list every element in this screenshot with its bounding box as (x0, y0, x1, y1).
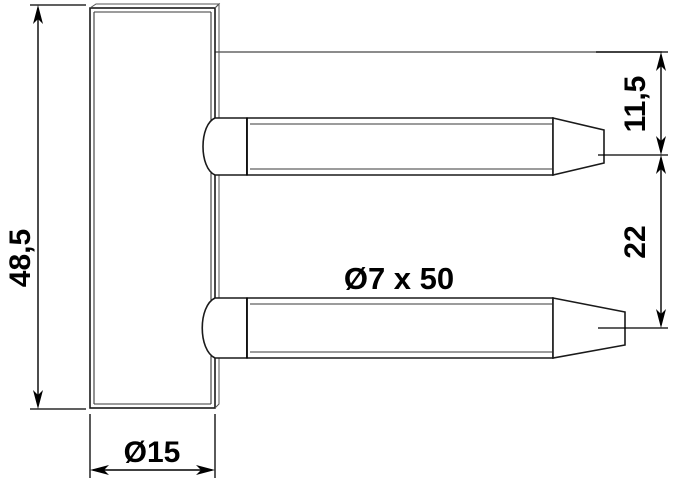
arrow-up-plate-height (33, 5, 43, 24)
upper-pin (202, 116, 605, 177)
arrow-left-plate-width (90, 465, 109, 475)
lower-pin (201, 297, 626, 359)
dimension-value-top-offset: 11,5 (619, 76, 652, 133)
dimension-top-offset: 11,5 (596, 51, 668, 156)
arrow-down-top-offset (656, 136, 666, 155)
pin-spec-label: Ø7 x 50 (344, 261, 454, 296)
dimension-plate-width: Ø15 (89, 414, 216, 478)
dimension-value-plate-height: 48,5 (4, 229, 37, 287)
dimension-value-plate-width: Ø15 (124, 436, 181, 469)
arrow-right-plate-width (196, 465, 215, 475)
hinge-plate (89, 2, 221, 409)
dimension-plate-height: 48,5 (4, 4, 86, 410)
dimension-value-pin-spacing: 22 (619, 225, 652, 258)
pin-spec-text: Ø7 x 50 (344, 261, 454, 296)
arrow-up-top-offset (656, 52, 666, 71)
arrow-up-pin-spacing (656, 155, 666, 174)
dimension-pin-spacing: 22 (598, 155, 668, 329)
arrow-down-plate-height (33, 390, 43, 409)
arrow-down-pin-spacing (656, 309, 666, 328)
